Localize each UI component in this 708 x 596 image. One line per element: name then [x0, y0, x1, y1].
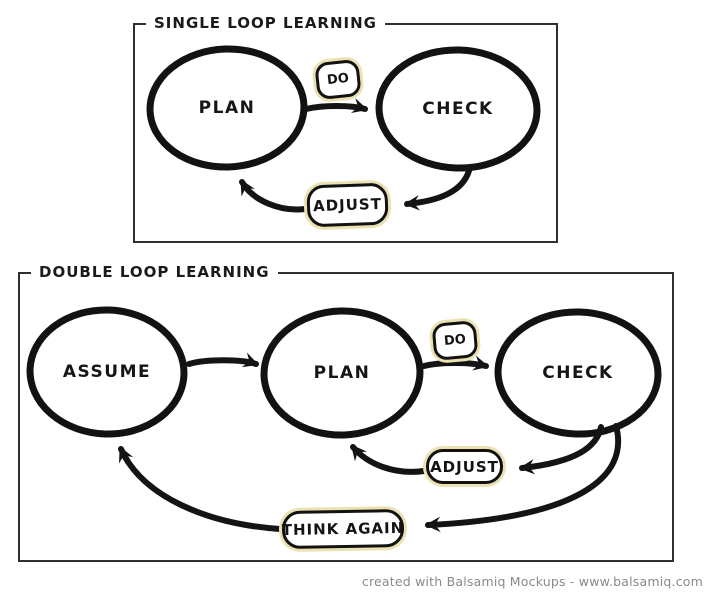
- adjust-to-plan-arrow: [239, 179, 308, 213]
- adjust-badge-label: ADJUST: [430, 457, 499, 476]
- single-loop-panel: SINGLE LOOP LEARNING PLAN CHECK DO ADJUS…: [133, 14, 558, 243]
- check-to-think-again-arrow: [424, 423, 622, 533]
- think-again-to-assume-arrow: [118, 446, 283, 532]
- think-again-badge: THINK AGAIN: [281, 508, 405, 550]
- do-badge-label: DO: [443, 332, 467, 349]
- assume-node-label: ASSUME: [62, 362, 152, 382]
- double-loop-diagram: [26, 306, 662, 533]
- adjust-badge: ADJUST: [426, 449, 503, 484]
- assume-ellipse: [26, 306, 188, 438]
- adjust-badge-label: ADJUST: [312, 194, 383, 216]
- double-loop-panel: DOUBLE LOOP LEARNING ASSUME PLAN CHECK D…: [18, 263, 674, 562]
- check-ellipse: [494, 308, 662, 438]
- check-ellipse: [375, 46, 541, 172]
- plan-ellipse: [260, 307, 424, 439]
- do-badge: DO: [314, 58, 362, 101]
- think-again-badge-label: THINK AGAIN: [281, 518, 405, 540]
- plan-to-check-arrow: [421, 355, 490, 371]
- adjust-to-plan-arrow: [350, 444, 427, 475]
- plan-node-label: PLAN: [198, 98, 256, 118]
- plan-node-label: PLAN: [313, 363, 371, 383]
- do-badge: DO: [431, 320, 479, 361]
- double-loop-panel-title: DOUBLE LOOP LEARNING: [31, 263, 278, 281]
- check-node-label: CHECK: [542, 363, 614, 383]
- check-to-adjust-arrow: [403, 164, 473, 211]
- adjust-badge: ADJUST: [306, 182, 389, 228]
- single-loop-panel-title: SINGLE LOOP LEARNING: [146, 14, 385, 32]
- check-node-label: CHECK: [422, 99, 494, 119]
- plan-ellipse: [146, 45, 308, 171]
- check-to-adjust-arrow: [518, 424, 604, 475]
- single-loop-diagram: [146, 45, 541, 213]
- do-badge-label: DO: [326, 70, 350, 89]
- balsamiq-credit: created with Balsamiq Mockups - www.bals…: [361, 574, 703, 589]
- assume-to-plan-arrow: [186, 352, 259, 368]
- plan-to-check-arrow: [303, 98, 368, 114]
